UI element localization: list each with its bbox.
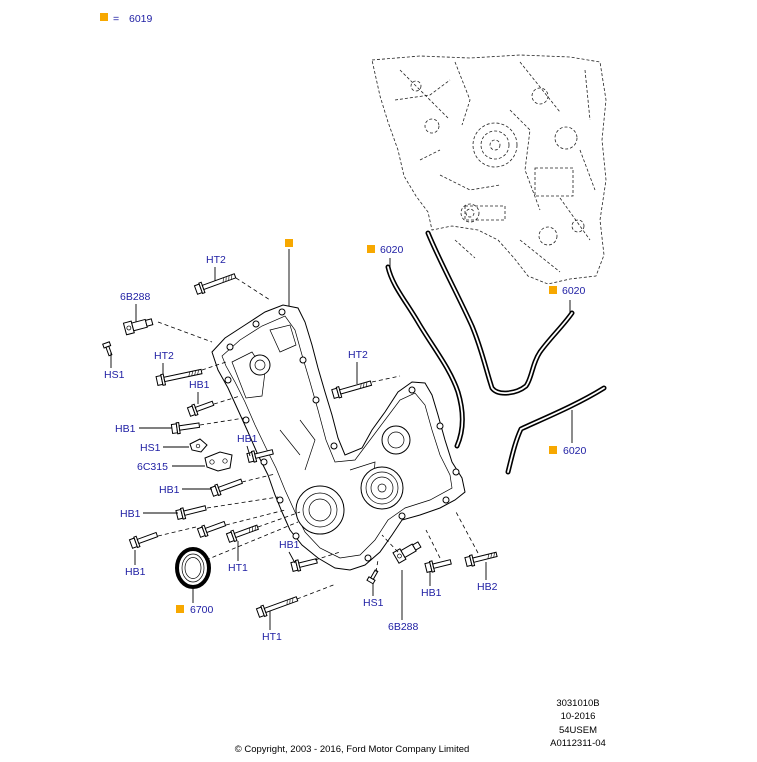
cover-bolt-bosses <box>224 308 460 562</box>
callout-hs1-bracket: HS1 <box>140 442 161 454</box>
marker-6019-cover <box>285 239 293 247</box>
bolt-hb1-e <box>175 505 207 520</box>
gasket-6020-right <box>505 385 607 475</box>
bolt-hb1-b <box>170 421 201 435</box>
bracket-6C315 <box>204 451 233 472</box>
copyright: © Copyright, 2003 - 2016, Ford Motor Com… <box>235 744 470 755</box>
illustration-date: 10-2016 <box>561 711 596 722</box>
legend-symbol: = <box>113 13 119 25</box>
front-cover <box>211 304 466 571</box>
crankshaft-bore <box>295 485 345 535</box>
crankshaft-seal-6700 <box>175 547 211 589</box>
tensioner-boss <box>381 425 411 455</box>
bolt-hb1-a <box>186 400 215 417</box>
callout-ht1-left: HT1 <box>228 562 248 574</box>
callout-6c315: 6C315 <box>137 461 168 473</box>
leader-lines <box>110 249 573 630</box>
bolt-hb1-d <box>209 478 243 497</box>
gasket-6020-center <box>425 230 575 396</box>
callout-hb1-a: HB1 <box>189 379 210 391</box>
engine-block-phantom <box>371 54 607 285</box>
gasket-6020-left <box>385 264 465 449</box>
callout-ht2-upper: HT2 <box>206 254 226 266</box>
callout-hs1-left: HS1 <box>104 369 125 381</box>
marker-6020-right <box>549 446 557 454</box>
legend: = 6019 <box>100 13 153 25</box>
callout-ht2-right: HT2 <box>348 349 368 361</box>
legend-part-number: 6019 <box>129 13 153 25</box>
marker-6020-left <box>367 245 375 253</box>
bolt-ht2-right <box>331 380 373 399</box>
callout-markers <box>176 239 557 613</box>
callout-6020-left: 6020 <box>380 244 404 256</box>
bolt-hb2 <box>464 551 498 567</box>
screw-hs1-lower <box>366 569 379 585</box>
marker-6020-center <box>549 286 557 294</box>
callout-6020-right: 6020 <box>563 445 587 457</box>
callout-hb2: HB2 <box>477 581 498 593</box>
footer: 3031010B 10-2016 54USEM A0112311-04 © Co… <box>235 698 606 755</box>
callout-hb1-right: HB1 <box>421 587 442 599</box>
bolt-ht2-left <box>155 368 203 386</box>
callout-6020-center: 6020 <box>562 285 586 297</box>
callout-6700: 6700 <box>190 604 214 616</box>
illustration-market-code: 54USEM <box>559 725 597 736</box>
illustration-reference: A0112311-04 <box>550 738 606 749</box>
callout-hb1-g: HB1 <box>125 566 146 578</box>
legend-marker <box>100 13 108 21</box>
callout-hb1-d: HB1 <box>159 484 180 496</box>
callout-6b288-lower: 6B288 <box>388 621 419 633</box>
bolt-hb1-right <box>424 559 452 573</box>
idler-pulley <box>360 466 404 510</box>
screw-hs1-left <box>102 341 113 357</box>
callout-hb1-e: HB1 <box>120 508 141 520</box>
illustration-code: 3031010B <box>556 698 599 709</box>
bolt-hb1-h <box>290 558 318 572</box>
callout-hb1-c: HB1 <box>237 433 258 445</box>
bolt-ht1-bottom <box>255 596 299 618</box>
marker-6700 <box>176 605 184 613</box>
callout-hb1-h: HB1 <box>279 539 300 551</box>
callout-hb1-b: HB1 <box>115 423 136 435</box>
bolt-ht2-upper <box>193 273 237 295</box>
callout-ht1-bottom: HT1 <box>262 631 282 643</box>
sensor-6B288-upper <box>122 318 154 336</box>
callout-6b288-upper: 6B288 <box>120 291 151 303</box>
stud-hs1-bracket <box>189 438 208 453</box>
bolt-hb1-g <box>128 531 159 549</box>
alignment-lines <box>157 277 479 600</box>
bolt-ht1-left <box>225 524 259 543</box>
bolt-hb1-c <box>246 449 274 463</box>
bolt-hb1-f <box>196 520 227 538</box>
sensor-6B288-lower <box>392 541 422 564</box>
callout-labels: HT2 6B288 HS1 HT2 HB1 HT2 HB1 HS1 HB1 6C… <box>104 244 587 643</box>
callout-ht2-left: HT2 <box>154 350 174 362</box>
callout-hs1-lower: HS1 <box>363 597 384 609</box>
